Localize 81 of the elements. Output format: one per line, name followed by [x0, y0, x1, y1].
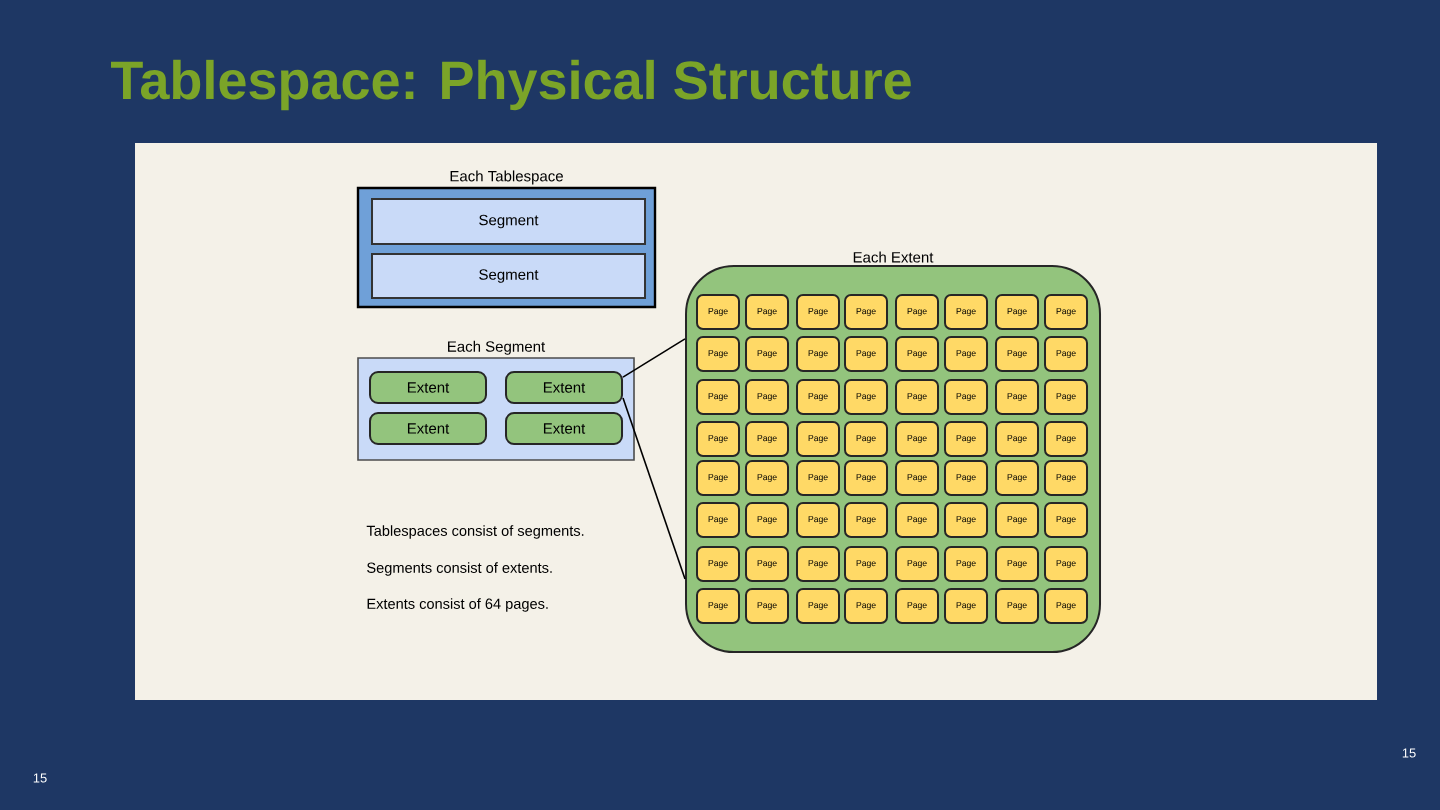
page-box: Page [696, 336, 740, 372]
page-box: Page [745, 588, 789, 624]
slide-number: 15 [1402, 748, 1416, 758]
page-box: Page [895, 336, 939, 372]
page-box: Page [844, 294, 888, 330]
page-box: Page [1044, 502, 1088, 538]
note-text: Extents consist of 64 pages. [367, 598, 548, 612]
page-box: Page [944, 460, 988, 496]
page-box: Page [895, 588, 939, 624]
page-box: Page [696, 379, 740, 415]
page-box: Page [745, 502, 789, 538]
page-box: Page [1044, 546, 1088, 582]
page-box: Page [745, 294, 789, 330]
page-box: Page [844, 588, 888, 624]
page-box: Page [844, 546, 888, 582]
page-box: Page [1044, 588, 1088, 624]
page-box: Page [944, 336, 988, 372]
page-box: Page [1044, 421, 1088, 457]
page-box: Page [696, 588, 740, 624]
page-box: Page [995, 502, 1039, 538]
page-box: Page [745, 460, 789, 496]
page-box: Page [995, 588, 1039, 624]
page-box: Page [1044, 336, 1088, 372]
page-box: Page [1044, 460, 1088, 496]
page-box: Page [844, 421, 888, 457]
page-box: Page [796, 502, 840, 538]
node-label: Each Tablespace [450, 170, 563, 185]
note-text: Tablespaces consist of segments. [366, 525, 584, 539]
page-box: Page [696, 421, 740, 457]
page-box: Page [944, 588, 988, 624]
note-text: Segments consist of extents. [367, 562, 552, 576]
page-box: Page [895, 460, 939, 496]
page-box: Page [995, 294, 1039, 330]
page-box: Page [995, 546, 1039, 582]
page-box: Page [844, 379, 888, 415]
page-box: Page [895, 294, 939, 330]
slide-title: Tablespace: Physical Structure [111, 59, 911, 111]
page-box: Page [944, 421, 988, 457]
page-box: Page [696, 460, 740, 496]
extent-box: Extent [505, 371, 623, 404]
node-label: Each Segment [448, 340, 546, 355]
extent-box: Extent [505, 412, 623, 445]
page-box: Page [796, 379, 840, 415]
page-box: Page [745, 546, 789, 582]
page-box: Page [796, 336, 840, 372]
page-box: Page [796, 588, 840, 624]
page-box: Page [895, 421, 939, 457]
page-box: Page [895, 379, 939, 415]
page-box: Page [944, 502, 988, 538]
page-box: Page [844, 336, 888, 372]
page-box: Page [995, 336, 1039, 372]
page-box: Page [696, 546, 740, 582]
segment-box: Segment [371, 253, 646, 299]
page-box: Page [1044, 379, 1088, 415]
slide-number: 15 [33, 773, 47, 783]
page-box: Page [696, 294, 740, 330]
page-box: Page [944, 546, 988, 582]
page-box: Page [745, 379, 789, 415]
connector-line [622, 338, 686, 378]
page-box: Page [844, 502, 888, 538]
page-box: Page [944, 294, 988, 330]
page-box: Page [696, 502, 740, 538]
page-box: Page [944, 379, 988, 415]
extent-box: Extent [369, 371, 487, 404]
page-box: Page [745, 421, 789, 457]
segment-box: Segment [371, 198, 646, 245]
page-box: Page [796, 421, 840, 457]
extent-box: Extent [369, 412, 487, 445]
page-box: Page [796, 294, 840, 330]
node-label: Each Extent [853, 251, 934, 263]
page-box: Page [895, 502, 939, 538]
connector-line [622, 397, 686, 580]
page-box: Page [995, 460, 1039, 496]
page-box: Page [796, 546, 840, 582]
page-box: Page [1044, 294, 1088, 330]
page-box: Page [995, 421, 1039, 457]
page-box: Page [796, 460, 840, 496]
page-box: Page [745, 336, 789, 372]
page-box: Page [844, 460, 888, 496]
page-box: Page [995, 379, 1039, 415]
page-box: Page [895, 546, 939, 582]
